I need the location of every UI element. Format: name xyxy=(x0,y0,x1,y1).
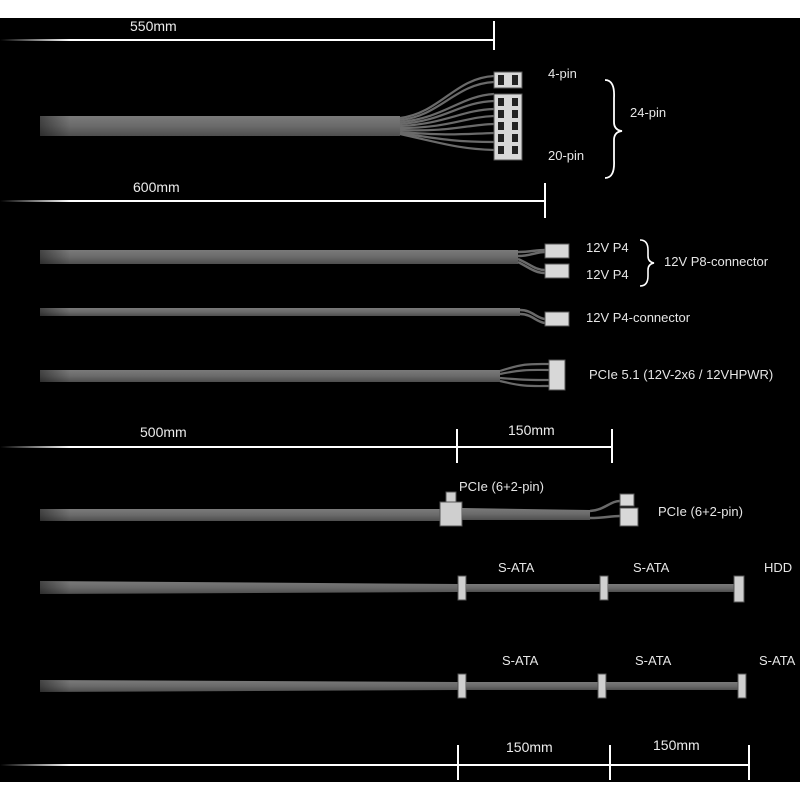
dimension-lines xyxy=(0,21,750,780)
p4-cable xyxy=(40,308,570,327)
label-sata1-b: S-ATA xyxy=(633,560,670,575)
pcie5-cable xyxy=(40,359,566,391)
label-p8-connector: 12V P8-connector xyxy=(664,254,769,269)
label-p4-connector: 12V P4-connector xyxy=(586,310,691,325)
p4-plug xyxy=(544,311,570,327)
sata1-plug-b xyxy=(599,575,609,601)
dim-label-500: 500mm xyxy=(140,424,187,440)
sata1-plug-a xyxy=(457,575,467,601)
label-sata2-b: S-ATA xyxy=(635,653,672,668)
dim-label-150-a: 150mm xyxy=(506,739,553,755)
eps-p8-cable xyxy=(40,239,655,287)
12vhpwr-plug xyxy=(548,359,566,391)
label-4pin: 4-pin xyxy=(548,66,577,81)
cable-diagram: 550mm 600mm 500mm 150mm 150mm 150mm 4-pi… xyxy=(0,18,800,782)
sata2-plug-a xyxy=(457,673,467,699)
label-sata2-a: S-ATA xyxy=(502,653,539,668)
atx-24pin-cable xyxy=(40,71,623,179)
label-pcie-end: PCIe (6+2-pin) xyxy=(658,504,743,519)
label-sata1-a: S-ATA xyxy=(498,560,535,575)
dim-label-600: 600mm xyxy=(133,179,180,195)
dim-label-pcie-150: 150mm xyxy=(508,422,555,438)
label-24pin: 24-pin xyxy=(630,105,667,120)
pcie-cable xyxy=(40,491,639,527)
24pin-brace xyxy=(604,79,623,179)
label-hdd: HDD xyxy=(764,560,793,575)
p4-plug-top xyxy=(544,243,570,259)
label-sata2-c: S-ATA xyxy=(759,653,796,668)
sata-cable-2 xyxy=(40,673,747,699)
pcie-end-plug xyxy=(619,507,639,527)
label-pcie-mid: PCIe (6+2-pin) xyxy=(459,479,544,494)
hdd-molex-plug xyxy=(733,575,745,603)
dim-label-550: 550mm xyxy=(130,18,177,34)
dim-label-150-b: 150mm xyxy=(653,737,700,753)
p8-brace xyxy=(639,239,655,287)
sata-cable-1 xyxy=(40,575,745,603)
label-20pin: 20-pin xyxy=(548,148,585,163)
p4-plug-bottom xyxy=(544,263,570,279)
pcie-mid-plug xyxy=(439,501,463,527)
label-p4-bottom: 12V P4 xyxy=(586,267,629,282)
cable-drawing xyxy=(0,18,750,782)
sata2-plug-c xyxy=(737,673,747,699)
label-pcie5: PCIe 5.1 (12V-2x6 / 12VHPWR) xyxy=(589,367,774,382)
sata2-plug-b xyxy=(597,673,607,699)
label-p4-top: 12V P4 xyxy=(586,240,629,255)
